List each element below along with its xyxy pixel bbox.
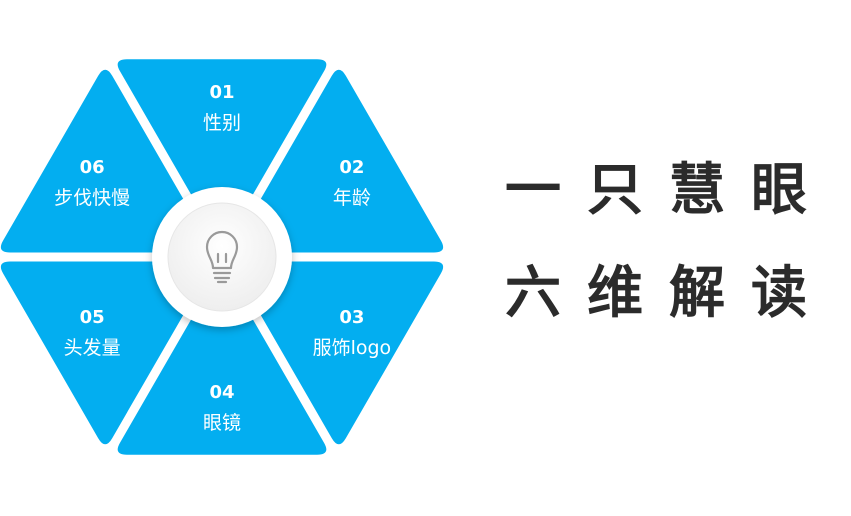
segment-number: 02 (339, 157, 364, 178)
segment-number: 01 (209, 82, 234, 103)
segment-number: 06 (80, 157, 105, 178)
lightbulb-icon (205, 230, 239, 284)
segment-number: 04 (209, 382, 234, 403)
segment-label: 头发量 (64, 337, 121, 359)
segment-02 (234, 69, 444, 253)
segment-label: 年龄 (333, 187, 371, 209)
segment-label: 服饰logo (313, 337, 392, 359)
segment-05 (0, 261, 210, 445)
segment-03 (234, 261, 444, 445)
segment-label: 步伐快慢 (54, 187, 130, 209)
segment-06 (0, 69, 210, 253)
segment-04 (117, 272, 327, 455)
center-inner-circle (167, 202, 277, 312)
segment-number: 03 (339, 307, 364, 328)
segment-01 (117, 59, 327, 242)
headline-line-2: 六维解读 (505, 260, 833, 326)
segment-label: 眼镜 (203, 412, 241, 434)
headline-line-1: 一只慧眼 (505, 157, 833, 223)
segment-label: 性别 (203, 112, 241, 134)
segment-number: 05 (80, 307, 105, 328)
